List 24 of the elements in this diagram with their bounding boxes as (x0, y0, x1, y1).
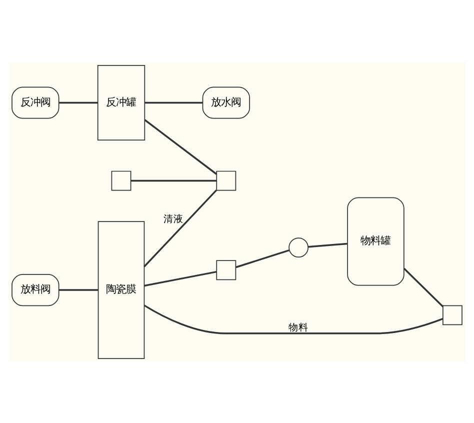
connector (59, 288, 98, 290)
connector (404, 267, 444, 307)
node-box: 反冲阀 (12, 86, 60, 118)
node-box (216, 260, 236, 280)
node-box (111, 170, 132, 190)
node-box: 反冲罐 (97, 64, 146, 140)
node-box: 物料罐 (347, 196, 404, 286)
connector (59, 101, 98, 104)
connector (236, 248, 290, 268)
node-box: 放料阀 (12, 274, 60, 306)
edge-label: 清液 (164, 214, 184, 225)
connector (144, 189, 218, 267)
node-box: 放水阀 (202, 86, 250, 118)
edge-label: 物料 (288, 322, 309, 334)
connector (308, 242, 348, 248)
connector (144, 118, 218, 174)
node-circle (288, 237, 309, 258)
node-box (442, 304, 462, 325)
node-box: 陶瓷膜 (98, 220, 145, 358)
node-box (216, 170, 236, 190)
connector (130, 179, 217, 182)
connector (144, 101, 203, 104)
connector (144, 304, 444, 334)
connector (144, 270, 217, 286)
